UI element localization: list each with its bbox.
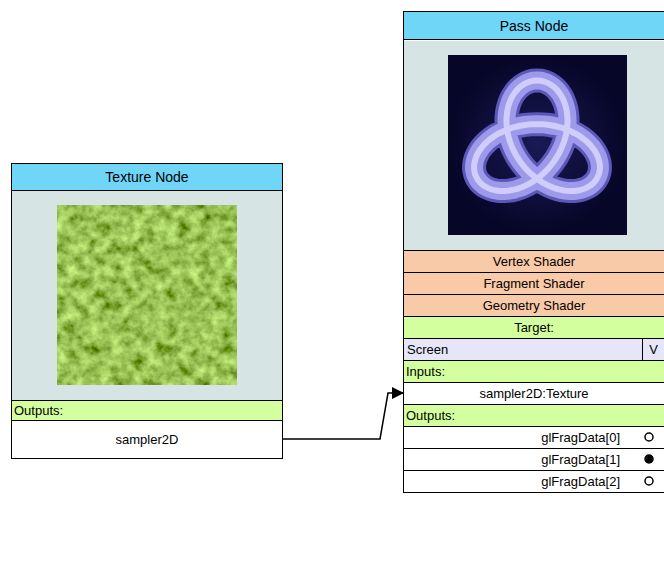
torus-knot <box>474 80 600 191</box>
grass-texture <box>57 205 237 385</box>
node-row: glFragData[2] <box>404 470 664 492</box>
node-row: sampler2D:Texture <box>404 382 664 404</box>
texture-base <box>57 205 237 385</box>
node-title: Pass Node <box>404 12 664 40</box>
row-label: V <box>649 342 658 358</box>
row-label: Geometry Shader <box>483 298 586 314</box>
row-label: Outputs: <box>14 403 63 419</box>
row-label: glFragData[0] <box>541 430 620 446</box>
node-panel: Outputs: sampler2D Texture Node <box>11 163 283 459</box>
node-row: Target: <box>404 316 664 338</box>
row-label: glFragData[2] <box>541 474 620 490</box>
node-panel: Vertex ShaderFragment ShaderGeometry Sha… <box>403 11 664 493</box>
row-label: Fragment Shader <box>483 276 584 292</box>
radio-on <box>645 455 653 463</box>
row-ground <box>404 426 664 493</box>
row-label: Outputs: <box>406 408 455 424</box>
node-row: Vertex Shader <box>404 250 664 272</box>
node-row: Screen <box>404 338 642 360</box>
row-label: Vertex Shader <box>493 254 575 270</box>
node-body <box>404 41 664 250</box>
node-row: Fragment Shader <box>404 272 664 294</box>
node-row: sampler2D <box>12 420 282 458</box>
row-label: sampler2D:Texture <box>479 386 588 402</box>
row-label: Inputs: <box>406 364 445 380</box>
row-label: Target: <box>514 320 554 336</box>
node-row: Outputs: <box>404 404 664 426</box>
node-row: Inputs: <box>404 360 664 382</box>
radio-off <box>645 433 653 441</box>
node-body <box>12 191 282 400</box>
torus-knot <box>474 80 600 191</box>
radio-off <box>645 477 653 485</box>
torus-knot-highlight <box>474 80 600 191</box>
row-label: Screen <box>407 342 448 358</box>
node-row: glFragData[0] <box>404 426 664 448</box>
row-label: sampler2D <box>116 432 179 448</box>
row-label: glFragData[1] <box>541 452 620 468</box>
node-title: Texture Node <box>12 164 282 191</box>
node-row: Geometry Shader <box>404 294 664 316</box>
node-row: Outputs: <box>12 400 282 420</box>
render-preview <box>448 55 627 235</box>
node-row: glFragData[1] <box>404 448 664 470</box>
connector-arrow <box>282 393 404 439</box>
node-row: V <box>642 338 664 360</box>
